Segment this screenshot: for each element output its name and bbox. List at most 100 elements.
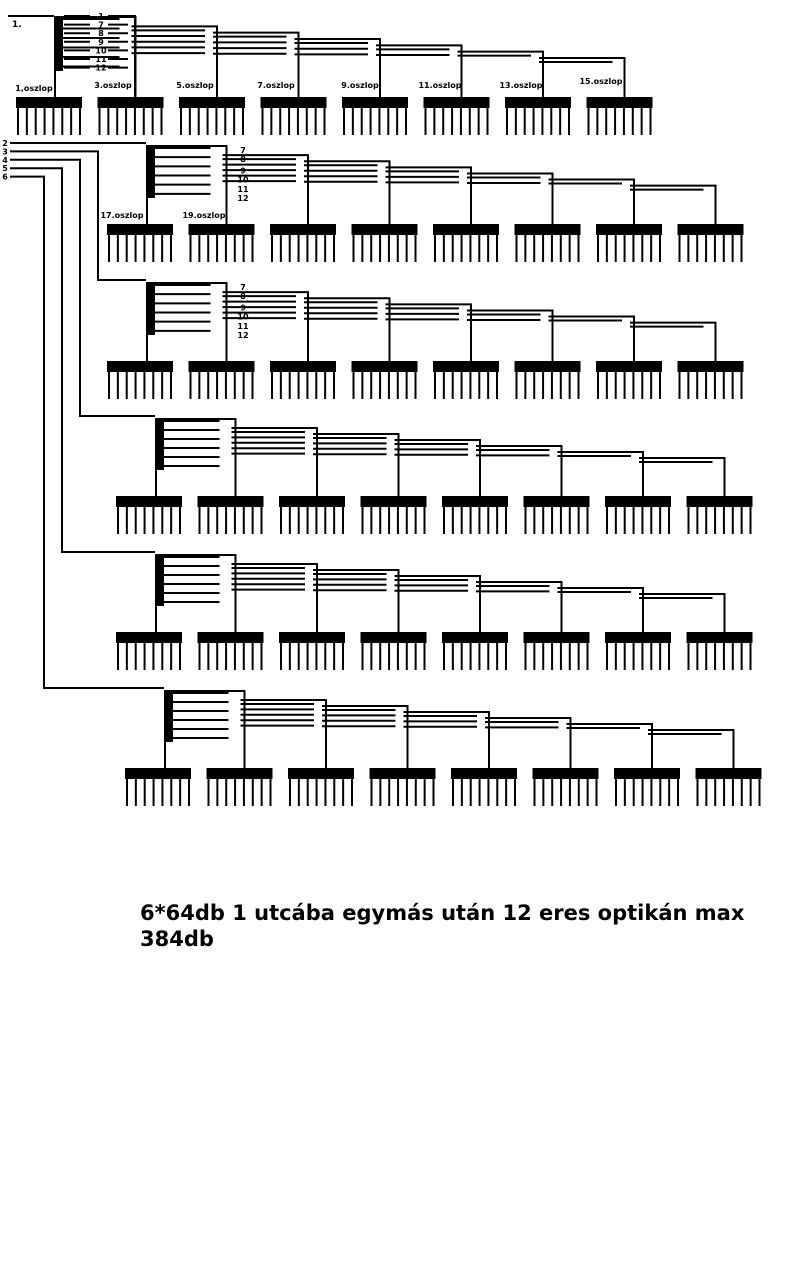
board-bar bbox=[596, 361, 662, 372]
trunk-line bbox=[10, 158, 155, 417]
fiber-drop bbox=[639, 593, 726, 632]
terminal-board bbox=[605, 496, 671, 534]
terminal-board bbox=[433, 224, 499, 262]
terminal-board bbox=[586, 97, 653, 135]
fiber-drop bbox=[108, 15, 136, 97]
board-bar bbox=[605, 632, 671, 643]
row-4 bbox=[155, 418, 726, 496]
terminal-board bbox=[188, 361, 255, 399]
terminal-board bbox=[686, 496, 753, 534]
fiber-drop bbox=[313, 569, 400, 632]
fiber-drop bbox=[322, 705, 409, 768]
splitter-block bbox=[54, 16, 63, 71]
row-6 bbox=[164, 690, 735, 768]
column-label: 11.oszlop bbox=[418, 81, 461, 90]
column-label: 19.oszlop bbox=[182, 211, 225, 220]
fiber-number-label: 9 bbox=[240, 303, 246, 312]
board-bar bbox=[695, 768, 762, 779]
terminal-board bbox=[369, 768, 436, 806]
terminal-board bbox=[197, 632, 264, 670]
board-bar bbox=[197, 496, 264, 507]
terminal-board bbox=[686, 632, 753, 670]
fiber-drop bbox=[222, 291, 309, 361]
trunk-number: 4 bbox=[2, 156, 8, 165]
fiber-drop bbox=[385, 303, 472, 361]
splitter-block bbox=[146, 282, 155, 335]
board-bar bbox=[442, 632, 508, 643]
board-bar bbox=[270, 361, 336, 372]
terminal-board bbox=[514, 224, 581, 262]
fiber-number-label: 9 bbox=[240, 166, 246, 175]
terminal-board bbox=[351, 361, 418, 399]
trunk-number: 3 bbox=[2, 147, 8, 156]
terminal-board bbox=[451, 768, 517, 806]
board-bar bbox=[360, 496, 427, 507]
terminal-board bbox=[677, 224, 744, 262]
fiber-drop bbox=[304, 297, 391, 361]
terminal-board bbox=[614, 768, 680, 806]
splitter-block bbox=[146, 145, 155, 198]
board-bar bbox=[433, 361, 499, 372]
terminal-board bbox=[605, 632, 671, 670]
splitter-block bbox=[164, 690, 173, 742]
fiber-drop bbox=[557, 451, 644, 496]
terminal-board bbox=[260, 97, 327, 135]
fiber-number-label: 11 bbox=[237, 322, 249, 331]
row-2 bbox=[146, 145, 717, 224]
fiber-drop bbox=[213, 31, 300, 97]
board-bar bbox=[351, 361, 418, 372]
column-label: 15.oszlop bbox=[579, 77, 622, 86]
terminal-board bbox=[532, 768, 599, 806]
board-bar bbox=[523, 496, 590, 507]
terminal-board bbox=[596, 224, 662, 262]
terminal-board bbox=[97, 97, 164, 135]
board-bar bbox=[523, 632, 590, 643]
fiber-drop bbox=[630, 184, 717, 224]
fiber-drop bbox=[548, 315, 635, 361]
fiber-drop bbox=[222, 154, 309, 224]
fiber-number-label: 12 bbox=[95, 64, 106, 73]
fiber-drop bbox=[231, 563, 318, 632]
terminal-board bbox=[116, 632, 182, 670]
terminal-board bbox=[677, 361, 744, 399]
board-bar bbox=[116, 496, 182, 507]
board-bar bbox=[532, 768, 599, 779]
fiber-drop bbox=[476, 445, 563, 496]
fiber-number-label: 7 bbox=[240, 283, 246, 292]
board-bar bbox=[279, 496, 345, 507]
row-1 bbox=[54, 16, 626, 97]
splitter-block bbox=[155, 554, 164, 606]
terminal-board bbox=[125, 768, 191, 806]
fiber-number-label: 8 bbox=[240, 292, 246, 301]
column-label: 5.oszlop bbox=[176, 81, 214, 90]
board-bar bbox=[288, 768, 354, 779]
fiber-number-label: 7 bbox=[240, 146, 246, 155]
board-bar bbox=[451, 768, 517, 779]
board-bar bbox=[97, 97, 164, 108]
diagram-caption: 6*64db 1 utcába egymás után 12 eres opti… bbox=[140, 901, 745, 951]
trunk-line bbox=[10, 167, 155, 553]
fiber-number-label: 10 bbox=[237, 313, 249, 322]
board-bar bbox=[514, 224, 581, 235]
board-bar bbox=[614, 768, 680, 779]
fiber-drop bbox=[304, 160, 391, 224]
trunk-line bbox=[10, 150, 146, 281]
terminal-board bbox=[342, 97, 408, 135]
terminal-board bbox=[270, 224, 336, 262]
board-bar bbox=[188, 224, 255, 235]
fiber-drop bbox=[155, 282, 228, 361]
board-bar bbox=[197, 632, 264, 643]
board-bar bbox=[677, 361, 744, 372]
fiber-drop bbox=[164, 554, 237, 632]
fiber-drop bbox=[476, 581, 563, 632]
column-label: 3.oszlop bbox=[94, 81, 132, 90]
fiber-drop bbox=[566, 723, 653, 768]
terminal-board bbox=[695, 768, 762, 806]
board-bar bbox=[423, 97, 490, 108]
terminal-board bbox=[442, 496, 508, 534]
column-label: 7.oszlop bbox=[257, 81, 295, 90]
fiber-drop bbox=[385, 166, 472, 224]
board-bar bbox=[433, 224, 499, 235]
fiber-number-label: 8 bbox=[98, 29, 104, 38]
fiber-number-label: 9 bbox=[98, 38, 104, 47]
